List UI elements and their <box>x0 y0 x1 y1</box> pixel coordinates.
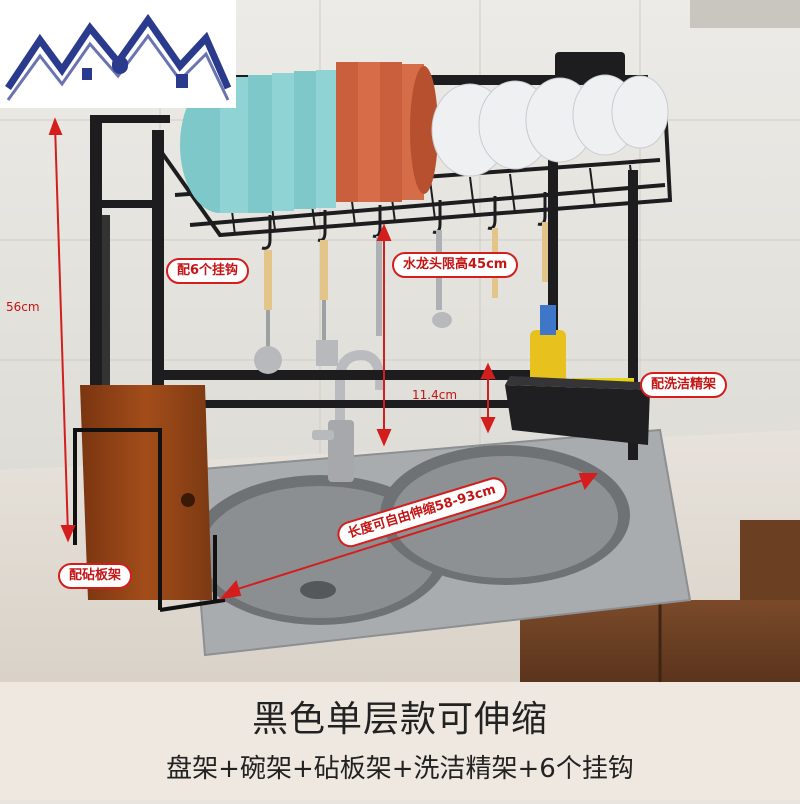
height-dimension-label: 56cm <box>6 300 40 314</box>
product-subtitle: 盘架+碗架+砧板架+洗洁精架+6个挂钩 <box>166 754 634 784</box>
hooks-label: 配6个挂钩 <box>166 258 250 284</box>
faucet-limit-label: 水龙头限高45cm <box>392 252 519 278</box>
product-title: 黑色单层款可伸缩 <box>251 699 548 740</box>
caption-banner <box>0 682 800 800</box>
house-roof-logo-icon <box>5 13 232 101</box>
detergent-rack-label: 配洗洁精架 <box>640 372 728 398</box>
board-rack-label: 配砧板架 <box>58 563 133 589</box>
gap-dimension-label: 11.4cm <box>412 388 458 402</box>
brand-logo <box>0 0 236 108</box>
